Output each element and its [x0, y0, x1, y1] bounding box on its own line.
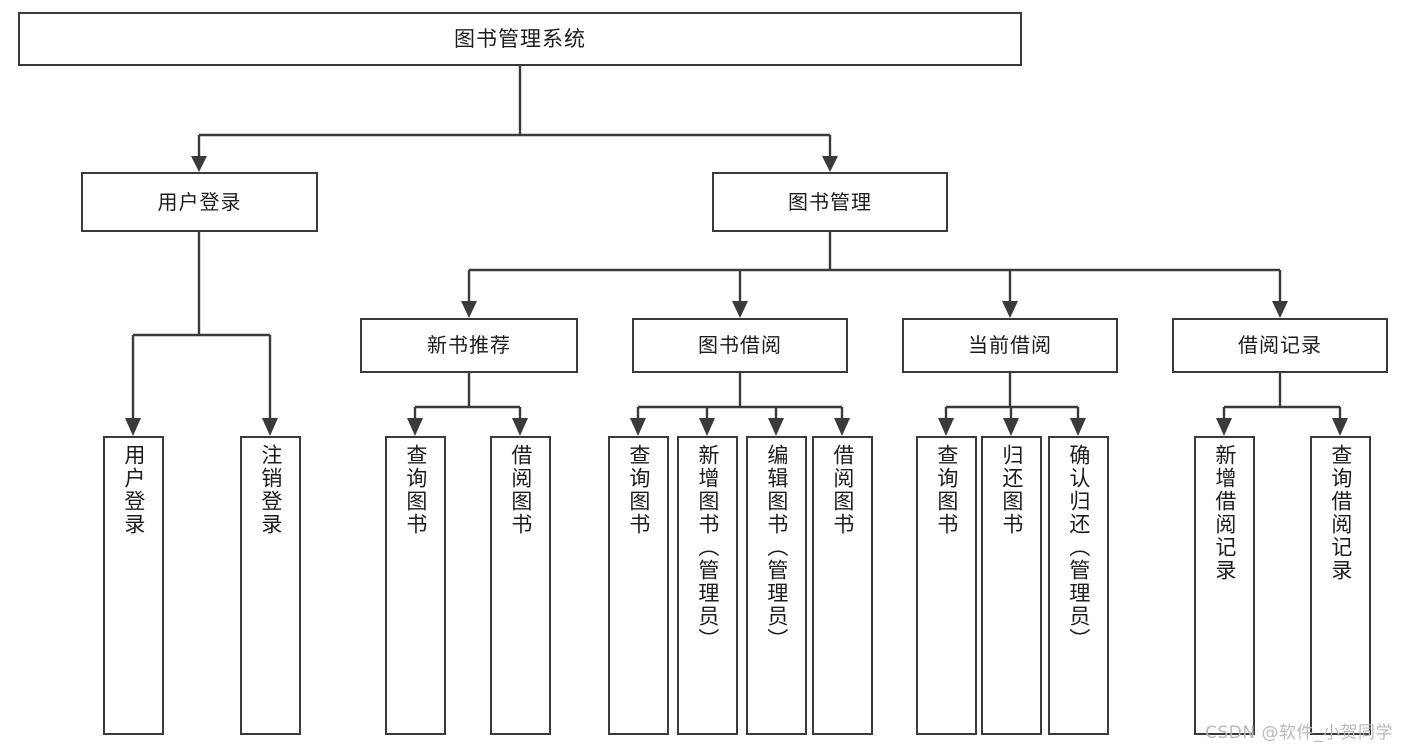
- leaf-user-login-logout[interactable]: 注销登录: [240, 436, 301, 735]
- arrow-record-leaf-1: [1216, 418, 1232, 436]
- arrow-user-leaf-2: [262, 418, 278, 436]
- node-label: 图书管理: [788, 189, 872, 214]
- node-book-management[interactable]: 图书管理: [712, 172, 948, 232]
- leaf-new-book-query[interactable]: 查询图书: [385, 436, 446, 735]
- leaf-new-book-borrow[interactable]: 借阅图书: [490, 436, 551, 735]
- node-label: 新增图书（管理员）: [695, 444, 720, 651]
- node-label: 编辑图书（管理员）: [764, 444, 789, 651]
- arrow-book-to-new: [461, 301, 477, 318]
- leaf-record-add[interactable]: 新增借阅记录: [1194, 436, 1255, 735]
- node-label: 查询图书: [403, 444, 428, 536]
- node-root-system[interactable]: 图书管理系统: [18, 12, 1022, 66]
- arrow-borrow-leaf-1: [630, 418, 646, 436]
- leaf-user-login-login[interactable]: 用户登录: [103, 436, 164, 735]
- node-label: 当前借阅: [968, 333, 1052, 357]
- leaf-borrow-add-book[interactable]: 新增图书（管理员）: [677, 436, 738, 735]
- arrow-current-leaf-1: [938, 418, 954, 436]
- node-new-book-recommend[interactable]: 新书推荐: [360, 318, 578, 373]
- node-label: 用户登录: [121, 444, 146, 536]
- leaf-current-confirm-return[interactable]: 确认归还（管理员）: [1048, 436, 1109, 735]
- arrow-user-leaf-1: [125, 418, 141, 436]
- arrow-borrow-leaf-2: [699, 418, 715, 436]
- leaf-borrow-borrow-book[interactable]: 借阅图书: [812, 436, 873, 735]
- leaf-borrow-edit-book[interactable]: 编辑图书（管理员）: [746, 436, 807, 735]
- node-label: 借阅记录: [1238, 333, 1322, 357]
- node-label: 新增借阅记录: [1212, 444, 1237, 582]
- node-label: 图书管理系统: [454, 26, 586, 51]
- node-current-borrow[interactable]: 当前借阅: [902, 318, 1118, 373]
- node-borrow-record[interactable]: 借阅记录: [1172, 318, 1388, 373]
- arrow-borrow-leaf-4: [834, 418, 850, 436]
- arrow-new-leaf-1: [407, 418, 423, 436]
- arrow-borrow-leaf-3: [768, 418, 784, 436]
- arrow-book-to-record: [1272, 301, 1288, 318]
- leaf-current-query-book[interactable]: 查询图书: [916, 436, 977, 735]
- leaf-current-return-book[interactable]: 归还图书: [981, 436, 1042, 735]
- node-label: 注销登录: [258, 444, 283, 536]
- node-label: 借阅图书: [830, 444, 855, 536]
- leaf-borrow-query-book[interactable]: 查询图书: [608, 436, 669, 735]
- arrow-current-leaf-2: [1003, 418, 1019, 436]
- arrow-current-leaf-3: [1070, 418, 1086, 436]
- node-label: 借阅图书: [508, 444, 533, 536]
- arrow-record-leaf-2: [1332, 418, 1348, 436]
- arrow-root-to-user: [191, 156, 207, 172]
- arrow-book-to-borrow: [732, 301, 748, 318]
- arrow-book-to-current: [1002, 301, 1018, 318]
- node-label: 确认归还（管理员）: [1066, 444, 1091, 651]
- node-book-borrow[interactable]: 图书借阅: [632, 318, 848, 373]
- arrow-new-leaf-2: [512, 418, 528, 436]
- node-label: 查询图书: [934, 444, 959, 536]
- node-label: 用户登录: [157, 189, 242, 214]
- node-label: 查询图书: [626, 444, 651, 536]
- node-label: 查询借阅记录: [1328, 444, 1353, 582]
- node-label: 图书借阅: [698, 333, 782, 357]
- node-label: 新书推荐: [427, 333, 511, 357]
- csdn-watermark: CSDN @软件_小贺同学: [1205, 723, 1393, 743]
- arrow-root-to-book: [822, 156, 838, 172]
- leaf-record-query[interactable]: 查询借阅记录: [1310, 436, 1371, 735]
- node-user-login[interactable]: 用户登录: [81, 172, 318, 232]
- node-label: 归还图书: [999, 444, 1024, 536]
